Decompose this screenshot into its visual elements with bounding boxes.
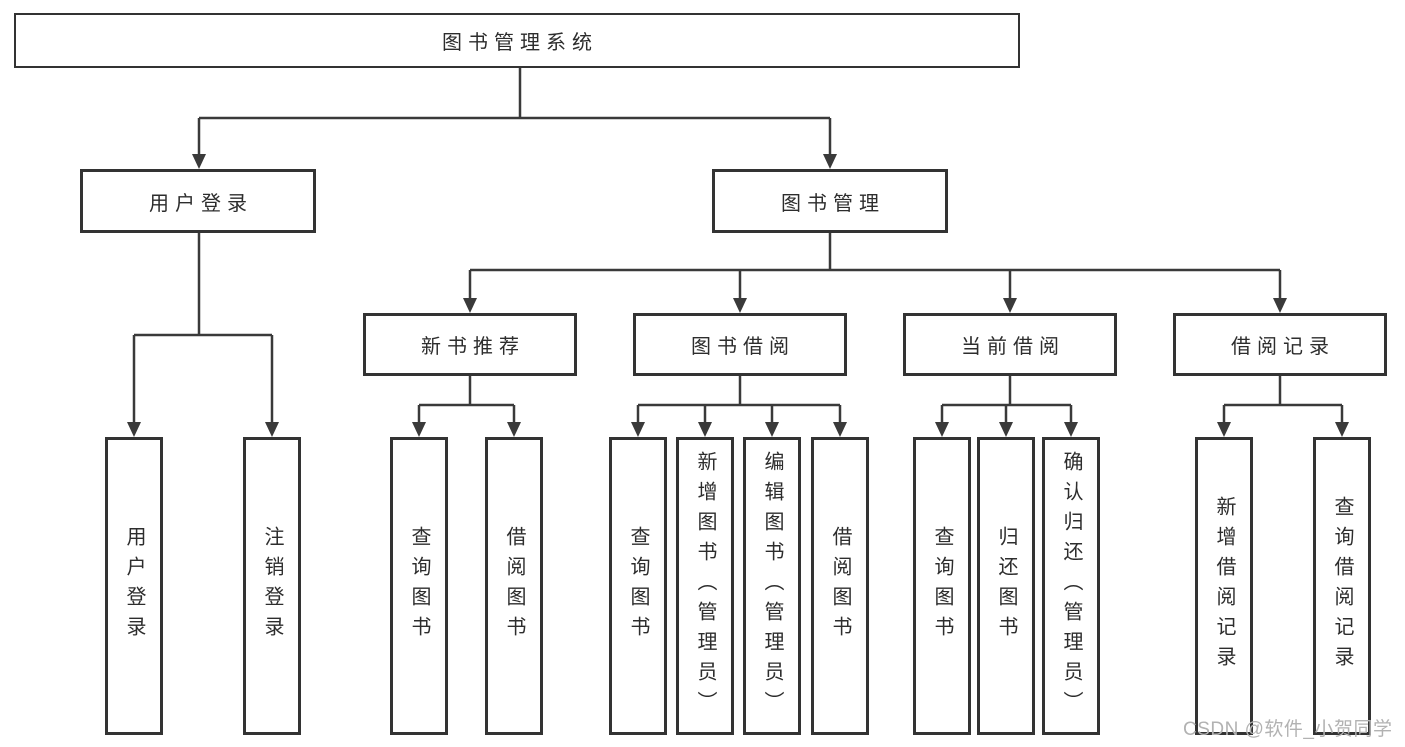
leaf-recommend-borrow-book: 借阅图书 bbox=[485, 437, 543, 735]
node-current-borrow-label: 当前借阅 bbox=[961, 336, 1065, 358]
leaf-borrow-book-label: 借阅图书 bbox=[829, 526, 851, 646]
leaf-current-query-book-label: 查询图书 bbox=[931, 526, 953, 646]
leaf-return-book: 归还图书 bbox=[977, 437, 1035, 735]
node-borrow-record: 借阅记录 bbox=[1173, 313, 1387, 376]
node-root: 图书管理系统 bbox=[14, 13, 1020, 68]
node-book-borrow-label: 图书借阅 bbox=[691, 336, 795, 358]
leaf-add-book-admin-label: 新增图书（管理员） bbox=[694, 451, 716, 721]
leaf-return-book-label: 归还图书 bbox=[995, 526, 1017, 646]
leaf-add-book-admin: 新增图书（管理员） bbox=[676, 437, 734, 735]
leaf-add-borrow-record: 新增借阅记录 bbox=[1195, 437, 1253, 735]
leaf-confirm-return-admin-label: 确认归还（管理员） bbox=[1060, 451, 1082, 721]
leaf-edit-book-admin: 编辑图书（管理员） bbox=[743, 437, 801, 735]
node-new-book-recommend-label: 新书推荐 bbox=[421, 336, 525, 358]
watermark: CSDN @软件_小贺同学 bbox=[1183, 719, 1393, 740]
leaf-user-login: 用户登录 bbox=[105, 437, 163, 735]
leaf-edit-book-admin-label: 编辑图书（管理员） bbox=[761, 451, 783, 721]
leaf-recommend-borrow-book-label: 借阅图书 bbox=[503, 526, 525, 646]
leaf-logout-label: 注销登录 bbox=[261, 526, 283, 646]
leaf-recommend-query-book: 查询图书 bbox=[390, 437, 448, 735]
leaf-user-login-label: 用户登录 bbox=[123, 526, 145, 646]
leaf-add-borrow-record-label: 新增借阅记录 bbox=[1213, 496, 1235, 676]
node-root-label: 图书管理系统 bbox=[442, 32, 598, 54]
leaf-query-borrow-record-label: 查询借阅记录 bbox=[1331, 496, 1353, 676]
node-book-management: 图书管理 bbox=[712, 169, 948, 233]
node-borrow-record-label: 借阅记录 bbox=[1231, 336, 1335, 358]
node-current-borrow: 当前借阅 bbox=[903, 313, 1117, 376]
leaf-borrow-query-book-label: 查询图书 bbox=[627, 526, 649, 646]
leaf-recommend-query-book-label: 查询图书 bbox=[408, 526, 430, 646]
node-user-login-label: 用户登录 bbox=[149, 192, 253, 215]
node-new-book-recommend: 新书推荐 bbox=[363, 313, 577, 376]
leaf-query-borrow-record: 查询借阅记录 bbox=[1313, 437, 1371, 735]
leaf-borrow-book: 借阅图书 bbox=[811, 437, 869, 735]
leaf-logout: 注销登录 bbox=[243, 437, 301, 735]
node-user-login: 用户登录 bbox=[80, 169, 316, 233]
leaf-confirm-return-admin: 确认归还（管理员） bbox=[1042, 437, 1100, 735]
node-book-management-label: 图书管理 bbox=[781, 192, 885, 215]
node-book-borrow: 图书借阅 bbox=[633, 313, 847, 376]
leaf-current-query-book: 查询图书 bbox=[913, 437, 971, 735]
leaf-borrow-query-book: 查询图书 bbox=[609, 437, 667, 735]
